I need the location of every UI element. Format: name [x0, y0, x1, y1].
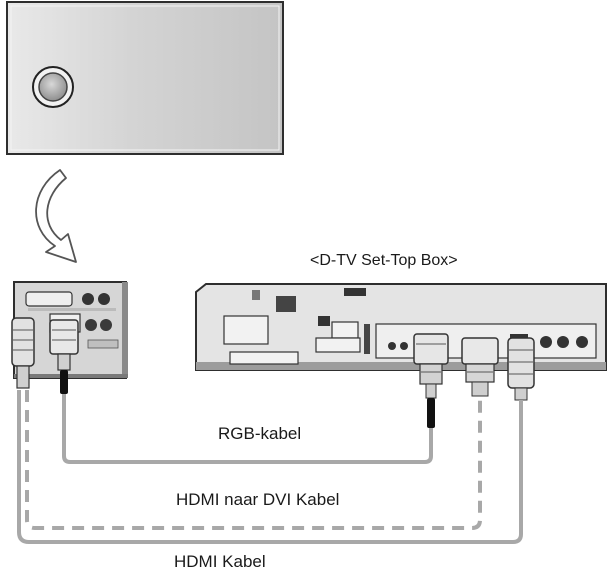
port-icon [540, 336, 552, 348]
rgb-port-icon [25, 291, 73, 307]
set-top-box [195, 283, 607, 371]
rgb-cable [62, 394, 433, 464]
port-icon [400, 342, 408, 350]
port-icon [576, 336, 588, 348]
stb-hdmi-plug-icon [507, 337, 535, 401]
hdmi-dvi-cable [25, 390, 482, 530]
stb-dvi-plug-icon [461, 337, 499, 397]
rgb-cable-label: RGB-kabel [218, 424, 302, 443]
hdmi-dvi-cable-label: HDMI naar DVI Kabel [176, 490, 340, 509]
stb-rgb-plug-icon [413, 333, 449, 428]
hdmi-cable-label: HDMI Kabel [174, 552, 266, 571]
set-top-box-label: <D-TV Set-Top Box> [310, 252, 458, 269]
audio-jack-icon [85, 319, 97, 331]
tv-hdmi-plug-icon [11, 317, 35, 389]
port-icon [557, 336, 569, 348]
audio-jack-icon [100, 319, 112, 331]
tv-rear-panel [6, 1, 284, 155]
hdmi-cable [17, 390, 523, 544]
audio-jack-icon [98, 293, 110, 305]
audio-jack-icon [82, 293, 94, 305]
zoom-arrow-icon [35, 169, 77, 263]
port-icon [388, 342, 396, 350]
tv-rgb-plug-icon [49, 319, 79, 394]
